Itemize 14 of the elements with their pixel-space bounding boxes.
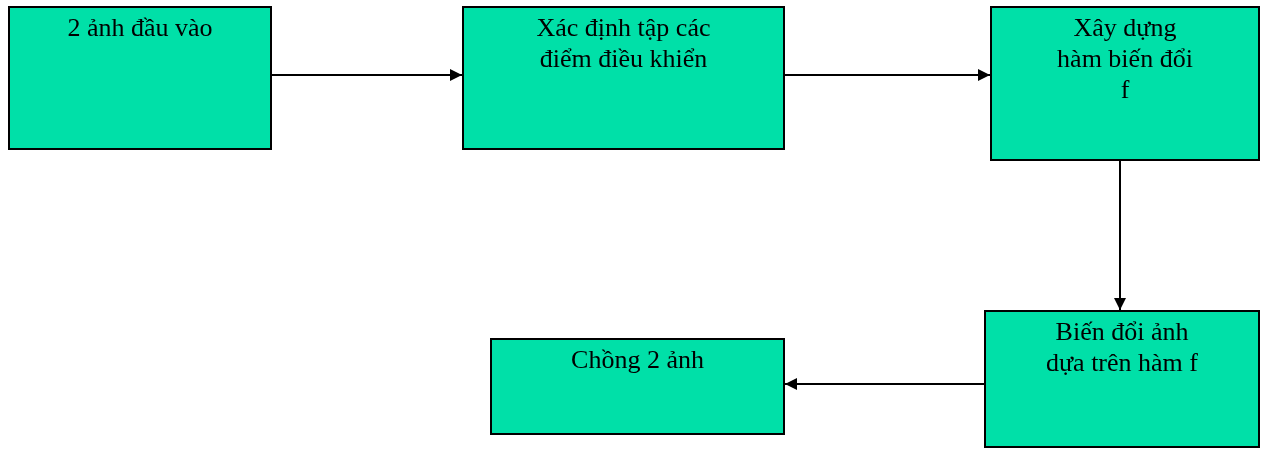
box-label: Xác định tập các điểm điều khiển xyxy=(535,12,712,74)
arrow xyxy=(784,69,991,81)
box-label: Chồng 2 ảnh xyxy=(571,344,704,375)
arrow xyxy=(784,378,985,390)
box-label: Xây dựng hàm biến đổi f xyxy=(1056,12,1194,105)
process-box xyxy=(8,6,272,150)
arrow xyxy=(1114,160,1126,311)
arrow xyxy=(271,69,463,81)
process-box xyxy=(984,310,1260,448)
process-box xyxy=(490,338,785,435)
box-label: 2 ảnh đầu vào xyxy=(67,12,213,43)
process-box xyxy=(990,6,1260,161)
process-box xyxy=(462,6,785,150)
box-label: Biến đổi ảnh dựa trên hàm f xyxy=(1045,316,1199,378)
